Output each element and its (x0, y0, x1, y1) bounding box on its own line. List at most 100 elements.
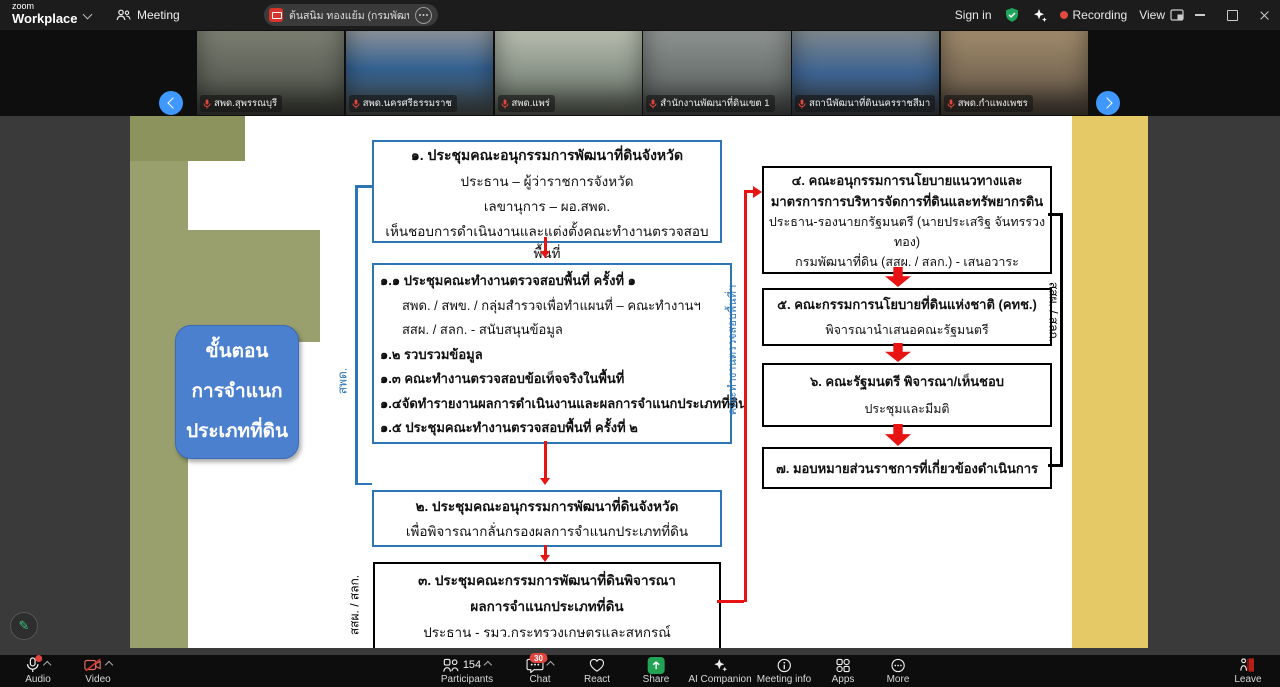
video-filmstrip: สพด.สุพรรณบุรี สพด.นครศรีธรรมราช สพด.แพร… (0, 30, 1280, 116)
red-arrowhead-icon (753, 185, 762, 198)
ai-companion-icon (714, 659, 727, 672)
meeting-info-button[interactable]: Meeting info (757, 656, 811, 685)
recording-dot-icon (1059, 11, 1068, 19)
audio-alert-badge (35, 655, 43, 662)
annotation-pencil-button[interactable]: ✎ (10, 612, 38, 640)
share-screen-icon (647, 656, 665, 674)
video-thumbnail[interactable]: สำนักงานพัฒนาที่ดินเขต 1 (643, 31, 791, 115)
title-bar: zoom Workplace Meeting ต้นสนิม ทองแย้ม (… (0, 0, 1280, 30)
react-button[interactable]: React (584, 656, 610, 685)
vertical-label-ssp-slk-right: สสผ. / สลก. (1046, 281, 1061, 343)
blue-bracket-line (355, 185, 372, 188)
shared-slide: ขั้นตอน การจำแนก ประเภทที่ดิน ๑. ประชุมค… (130, 116, 1148, 648)
chat-chevron[interactable] (546, 660, 555, 670)
participant-name-label: สพด.นครศรีธรรมราช (348, 95, 457, 112)
titlebar-right-cluster: Sign in Recording View (955, 0, 1184, 30)
sign-in-link[interactable]: Sign in (954, 8, 992, 22)
ai-sparkle-icon[interactable] (1032, 7, 1048, 23)
black-connector-line (1060, 213, 1063, 467)
participant-name-label: สำนักงานพัฒนาที่ดินเขต 1 (646, 95, 775, 112)
red-connector-line (746, 190, 754, 193)
logo-workplace-text: Workplace (12, 11, 78, 26)
participant-name-label: สพด.สุพรรณบุรี (200, 95, 283, 112)
more-button[interactable]: More (887, 656, 909, 685)
block-arrow-down-icon (885, 424, 911, 446)
meeting-toolbar: Audio Video 154 (0, 653, 1280, 687)
shared-screen-pill[interactable]: ต้นสนิม ทองแย้ม (กรมพัฒนาที่ดิน)'s s... (264, 4, 438, 26)
muted-mic-icon (352, 99, 360, 108)
flow-box-7: ๗. มอบหมายส่วนราชการที่เกี่ยวข้องดำเนินก… (762, 447, 1052, 489)
slide-title-card: ขั้นตอน การจำแนก ประเภทที่ดิน (175, 325, 299, 459)
minimize-button[interactable] (1184, 0, 1216, 30)
video-thumbnail[interactable]: สถานีพัฒนาที่ดินนครราชสีมา (792, 31, 940, 115)
heart-icon (589, 658, 605, 672)
recording-label: Recording (1072, 8, 1128, 22)
red-connector-line (744, 190, 747, 602)
ai-companion-button[interactable]: AI Companion (688, 656, 752, 685)
audio-button[interactable]: Audio (25, 655, 52, 685)
slide-topleft-block (130, 116, 245, 161)
red-connector-line (717, 600, 744, 603)
chat-button[interactable]: 30 Chat (526, 653, 555, 685)
chevron-down-icon[interactable] (82, 9, 93, 20)
flow-box-3: ๓. ประชุมคณะกรรมการพัฒนาที่ดินพิจารณา ผล… (373, 562, 721, 648)
slide-title-line: ประเภทที่ดิน (186, 421, 288, 442)
close-button[interactable] (1248, 0, 1280, 30)
filmstrip-next-button[interactable] (1096, 91, 1120, 115)
slide-title-line: การจำแนก (191, 381, 283, 402)
slide-mid-block (188, 230, 320, 342)
shared-screen-title: ต้นสนิม ทองแย้ม (กรมพัฒนาที่ดิน)'s s... (289, 9, 409, 22)
zoom-workplace-logo: zoom Workplace (12, 1, 78, 26)
restore-button[interactable] (1216, 0, 1248, 30)
screen-share-app-icon (269, 8, 283, 22)
leave-door-icon (1240, 658, 1255, 672)
flow-box-5: ๕. คณะกรรมการนโยบายที่ดินแห่งชาติ (คทช.)… (762, 288, 1052, 346)
shared-screen-stage: ขั้นตอน การจำแนก ประเภทที่ดิน ๑. ประชุมค… (0, 116, 1280, 655)
tab-meeting-label: Meeting (137, 8, 180, 22)
vertical-label-working-group: คณะทำงานตรวจสอบพื้นที่ฯ (727, 284, 739, 416)
participants-button[interactable]: 154 Participants (440, 658, 494, 685)
arrow-down-icon (540, 441, 549, 485)
participants-chevron[interactable] (483, 660, 493, 670)
flow-box-2: ๒. ประชุมคณะอนุกรรมการพัฒนาที่ดินจังหวัด… (372, 490, 722, 547)
video-thumbnail[interactable]: สพด.แพร่ (494, 31, 642, 115)
apps-button[interactable]: Apps (832, 656, 854, 685)
participants-icon (443, 658, 459, 672)
view-button[interactable]: View (1139, 8, 1184, 22)
logo-zoom-text: zoom (12, 1, 35, 11)
video-thumbnail[interactable]: สพด.นครศรีธรรมราช (345, 31, 493, 115)
security-shield-icon[interactable] (1004, 7, 1020, 23)
black-connector-line (1048, 464, 1063, 467)
participant-name-label: สถานีพัฒนาที่ดินนครราชสีมา (795, 95, 936, 112)
leave-button[interactable]: Leave (1234, 656, 1262, 685)
chevron-right-icon (1100, 97, 1113, 109)
tab-meeting[interactable]: Meeting (108, 0, 188, 30)
share-button[interactable]: Share (643, 656, 669, 685)
meeting-people-icon (116, 9, 131, 21)
view-label: View (1139, 8, 1165, 22)
video-button[interactable]: Video (84, 656, 114, 685)
restore-icon (1226, 9, 1238, 21)
chevron-left-icon (166, 97, 179, 109)
view-layout-icon (1170, 9, 1184, 21)
muted-mic-icon (203, 99, 211, 108)
muted-mic-icon (501, 99, 508, 108)
vertical-label-ssp-slk-left: สสผ. / สลก. (347, 574, 362, 636)
muted-mic-icon (947, 99, 955, 108)
video-options-chevron[interactable] (104, 660, 114, 670)
filmstrip-prev-button[interactable] (159, 91, 183, 115)
participant-name-label: สพด.แพร่ (497, 95, 555, 112)
mic-icon (27, 657, 39, 673)
flow-box-1: ๑. ประชุมคณะอนุกรรมการพัฒนาที่ดินจังหวัด… (372, 140, 722, 261)
muted-mic-icon (798, 99, 806, 108)
arrow-down-icon (540, 237, 549, 258)
window-controls (1184, 0, 1280, 30)
video-thumbnail[interactable]: สพด.สุพรรณบุรี (197, 31, 345, 115)
audio-options-chevron[interactable] (43, 660, 52, 670)
slide-right-strip (1072, 116, 1148, 648)
recording-indicator[interactable]: Recording (1059, 8, 1128, 22)
video-thumbnail[interactable]: สพด.กำแพงเพชร (940, 31, 1088, 115)
pill-more-icon[interactable] (415, 6, 432, 24)
slide-title-line: ขั้นตอน (205, 341, 269, 362)
